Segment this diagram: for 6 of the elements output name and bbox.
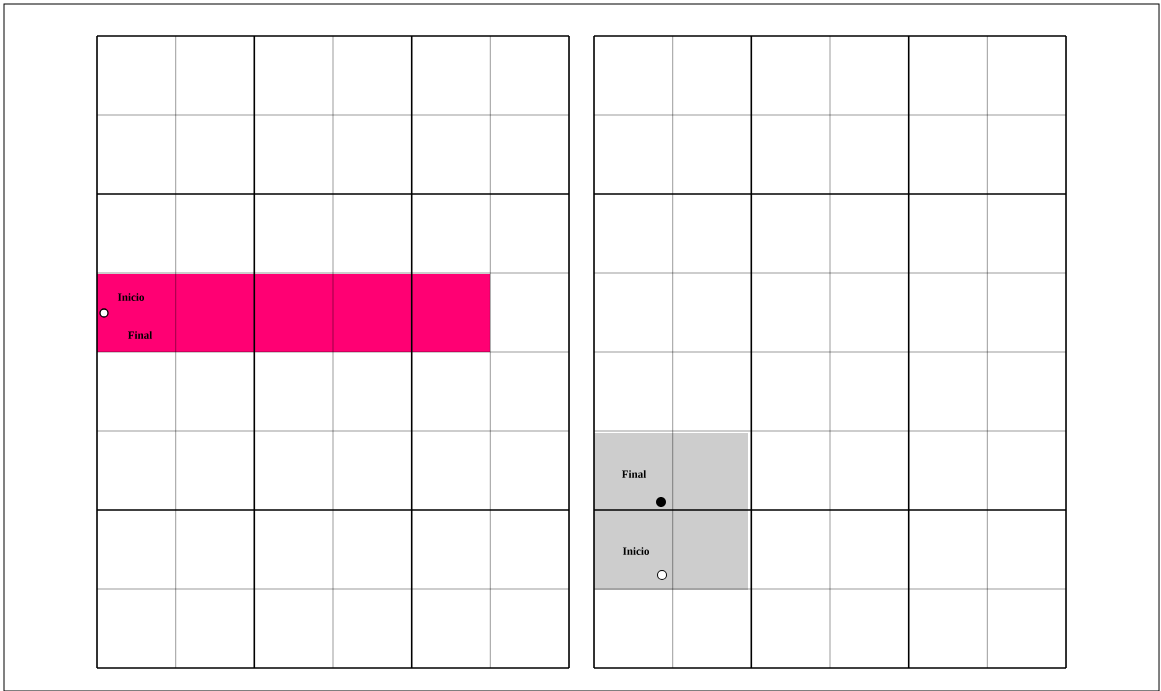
point-label: Final bbox=[127, 331, 153, 339]
point-label: Final bbox=[621, 470, 647, 478]
highlighted-band bbox=[97, 274, 490, 352]
point-label: Inicio bbox=[622, 547, 650, 555]
point-label: Inicio bbox=[117, 293, 145, 301]
shaded-area bbox=[594, 433, 748, 590]
